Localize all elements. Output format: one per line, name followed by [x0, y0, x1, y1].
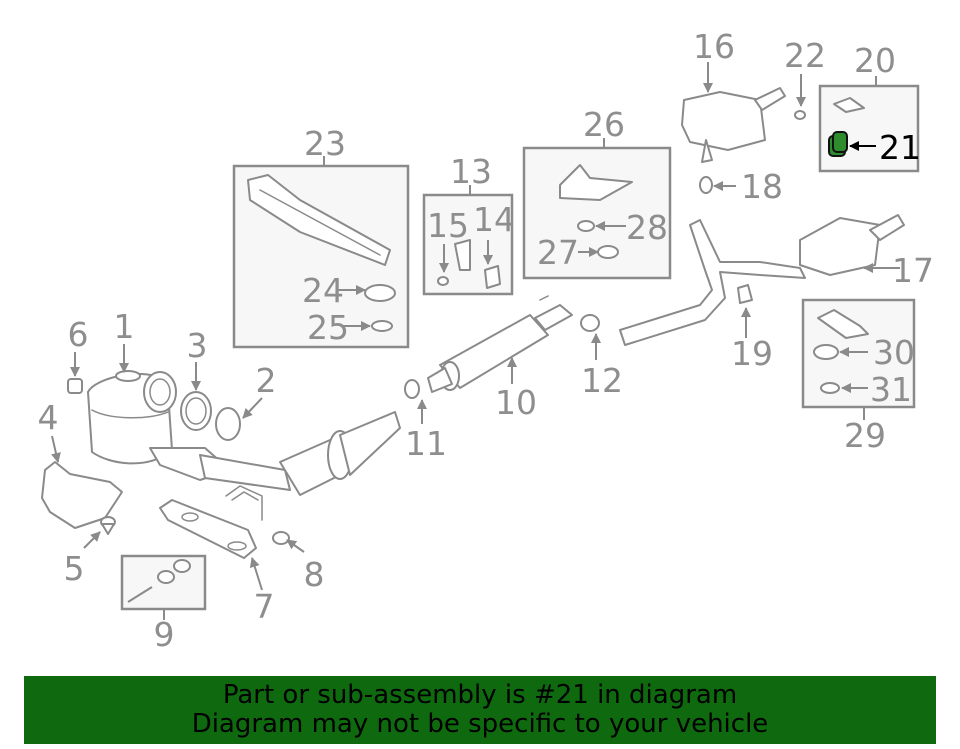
part-23-heat-shield	[247, 174, 391, 266]
part-19-hanger	[737, 284, 753, 304]
part-2-gasket	[215, 407, 241, 441]
banner-line-1: Part or sub-assembly is #21 in diagram	[222, 680, 738, 710]
part-9-hardware-kit	[127, 559, 191, 603]
label-24[interactable]: 24	[302, 271, 344, 310]
label-10[interactable]: 10	[495, 383, 537, 422]
part-25-washer	[371, 320, 393, 332]
label-12[interactable]: 12	[581, 361, 623, 400]
leader-lines	[51, 62, 900, 620]
label-30[interactable]: 30	[873, 333, 915, 372]
part-27-gasket	[597, 245, 619, 259]
label-14[interactable]: 14	[473, 200, 515, 239]
label-27[interactable]: 27	[537, 233, 579, 272]
label-5[interactable]: 5	[64, 549, 85, 588]
label-8[interactable]: 8	[304, 555, 325, 594]
group-box-26	[522, 146, 672, 280]
part-18-hanger	[699, 176, 713, 194]
part-24-gasket	[364, 284, 396, 302]
part-5-bolt	[100, 516, 116, 535]
label-20[interactable]: 20	[854, 41, 896, 80]
part-13-bracket	[454, 239, 471, 271]
part-12-clamp	[580, 314, 600, 332]
label-22[interactable]: 22	[784, 36, 826, 75]
label-13[interactable]: 13	[450, 152, 492, 191]
label-25[interactable]: 25	[307, 308, 349, 347]
label-15[interactable]: 15	[427, 206, 469, 245]
label-19[interactable]: 19	[731, 334, 773, 373]
label-16[interactable]: 16	[693, 27, 735, 66]
part-6-nut	[67, 378, 83, 394]
label-4[interactable]: 4	[38, 398, 59, 437]
part-10-middle-muffler	[427, 295, 573, 393]
part-15-bolt	[437, 276, 449, 286]
part-21-mount[interactable]	[828, 131, 848, 157]
label-9[interactable]: 9	[154, 615, 175, 654]
label-1[interactable]: 1	[114, 307, 135, 346]
part-22-bolt	[794, 110, 806, 120]
part-31-washer	[820, 382, 840, 394]
label-23[interactable]: 23	[304, 124, 346, 163]
part-number-labels: 1 2 3 4 5 6 7 8 9 10 11 12 13 14 15 16 1…	[38, 27, 935, 654]
part-28-washer	[577, 220, 595, 232]
label-26[interactable]: 26	[583, 105, 625, 144]
part-30-gasket	[813, 344, 839, 360]
part-8-bolt	[272, 531, 290, 545]
banner-line-2: Diagram may not be specific to your vehi…	[191, 709, 769, 739]
part-4-heat-shield	[41, 461, 123, 529]
part-29-bracket	[817, 309, 869, 339]
part-20-bracket	[833, 97, 865, 113]
part-17-rear-muffler	[799, 214, 905, 276]
label-28[interactable]: 28	[626, 208, 668, 247]
exhaust-parts-diagram: 1 2 3 4 5 6 7 8 9 10 11 12 13 14 15 16 1…	[38, 27, 935, 654]
label-31[interactable]: 31	[870, 370, 912, 409]
rear-pipe	[619, 219, 806, 346]
label-29[interactable]: 29	[844, 416, 886, 455]
part-26-heat-shield	[559, 164, 633, 201]
highlight-notice-banner: Part or sub-assembly is #21 in diagram D…	[24, 676, 936, 744]
label-18[interactable]: 18	[741, 167, 783, 206]
label-2[interactable]: 2	[256, 361, 277, 400]
front-pipe	[199, 411, 401, 521]
label-3[interactable]: 3	[187, 326, 208, 365]
label-21[interactable]: 21	[879, 128, 921, 167]
label-17[interactable]: 17	[892, 251, 934, 290]
part-16-rear-muffler	[681, 87, 786, 163]
part-11-clamp	[404, 379, 420, 399]
label-7[interactable]: 7	[254, 587, 275, 626]
part-14-hanger	[484, 265, 501, 289]
label-6[interactable]: 6	[68, 315, 89, 354]
label-11[interactable]: 11	[405, 424, 447, 463]
